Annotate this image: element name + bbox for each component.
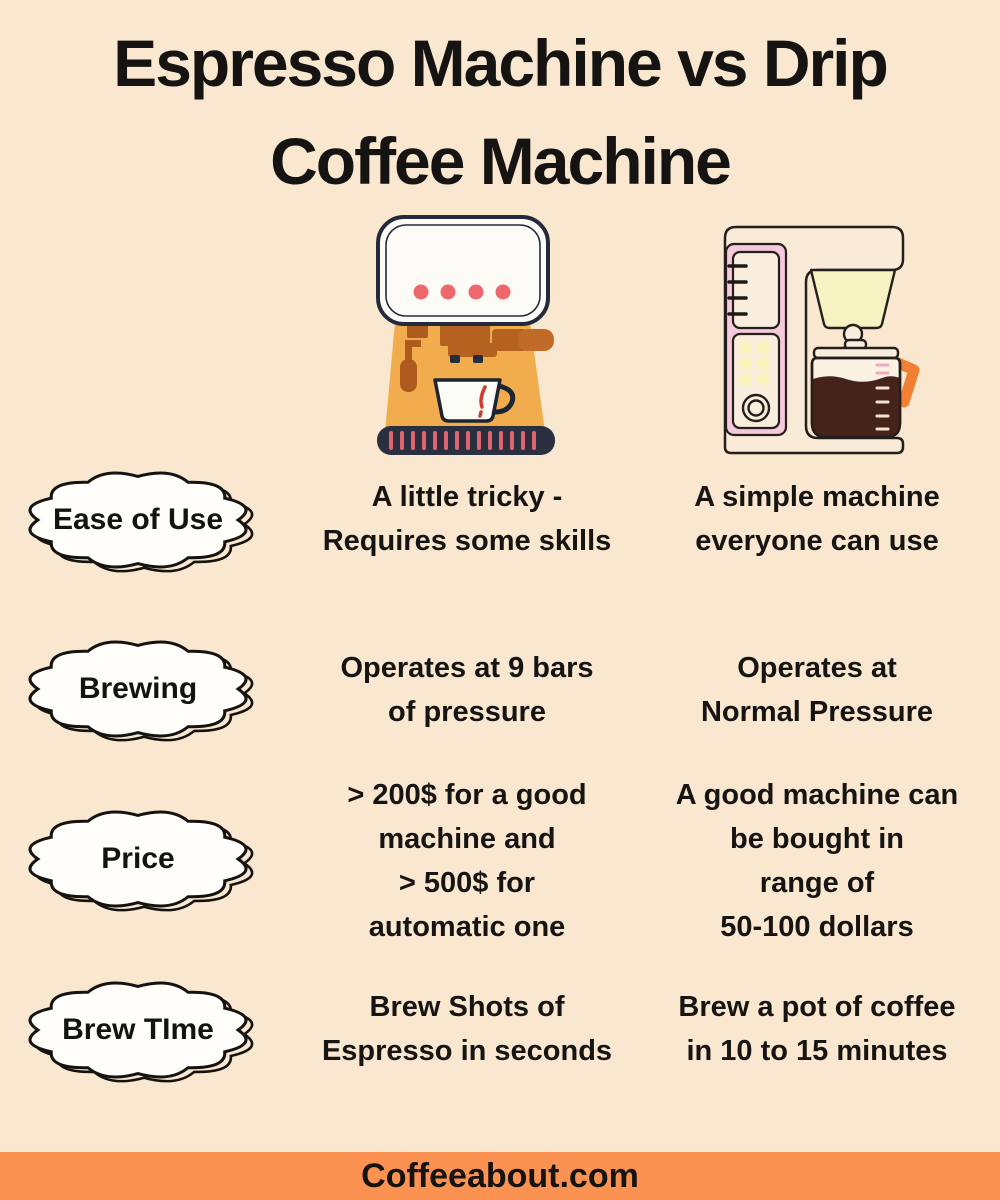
brew-time-espresso-text: Brew Shots of Espresso in seconds (321, 991, 613, 1067)
page-title: Espresso Machine vs Drip Coffee Machine (0, 14, 1000, 210)
brew-time-drip-text: Brew a pot of coffee in 10 to 15 minutes (678, 991, 956, 1067)
filter-basket (809, 268, 897, 330)
row-label: Ease of Use (52, 503, 224, 536)
row-badge-brew-time: Brew TIme (10, 968, 266, 1092)
water-level-window (731, 250, 781, 330)
row-badge-price: Price (10, 797, 266, 921)
ease-of-use-espresso-text: A little tricky - Requires some skills (322, 481, 612, 557)
carafe-handle (892, 357, 920, 408)
control-panel (731, 332, 781, 430)
price-drip-text: A good machine can be bought in range of… (675, 779, 959, 943)
portafilter-icon (440, 320, 554, 363)
machine-head (376, 215, 550, 326)
brewing-espresso-text: Operates at 9 bars of pressure (340, 652, 594, 728)
row-badge-ease-of-use: Ease of Use (10, 458, 266, 582)
panel-dial (741, 393, 771, 423)
title-line-2: Coffee Machine (270, 124, 732, 198)
row-label: Brew TIme (62, 1013, 214, 1046)
brewing-drip-text: Operates at Normal Pressure (700, 652, 934, 728)
drip-coffee-machine-illustration (698, 222, 926, 455)
espresso-machine-illustration (375, 214, 557, 457)
indicator-dots (413, 284, 511, 300)
espresso-cup-icon (433, 378, 516, 423)
coffee-carafe-icon (810, 356, 902, 439)
footer-bar: Coffeeabout.com (0, 1152, 1000, 1200)
row-label: Brewing (78, 672, 198, 705)
panel-buttons (740, 341, 770, 385)
tray-vents (389, 431, 536, 450)
title-line-1: Espresso Machine vs Drip (113, 26, 889, 100)
footer-site-link[interactable]: Coffeeabout.com (361, 1156, 639, 1195)
water-level-marks (727, 264, 748, 316)
price-espresso-text: > 200$ for a good machine and > 500$ for… (347, 779, 587, 943)
row-badge-brewing: Brewing (10, 627, 266, 751)
row-label: Price (101, 842, 175, 875)
ease-of-use-drip-text: A simple machine everyone can use (694, 481, 940, 557)
